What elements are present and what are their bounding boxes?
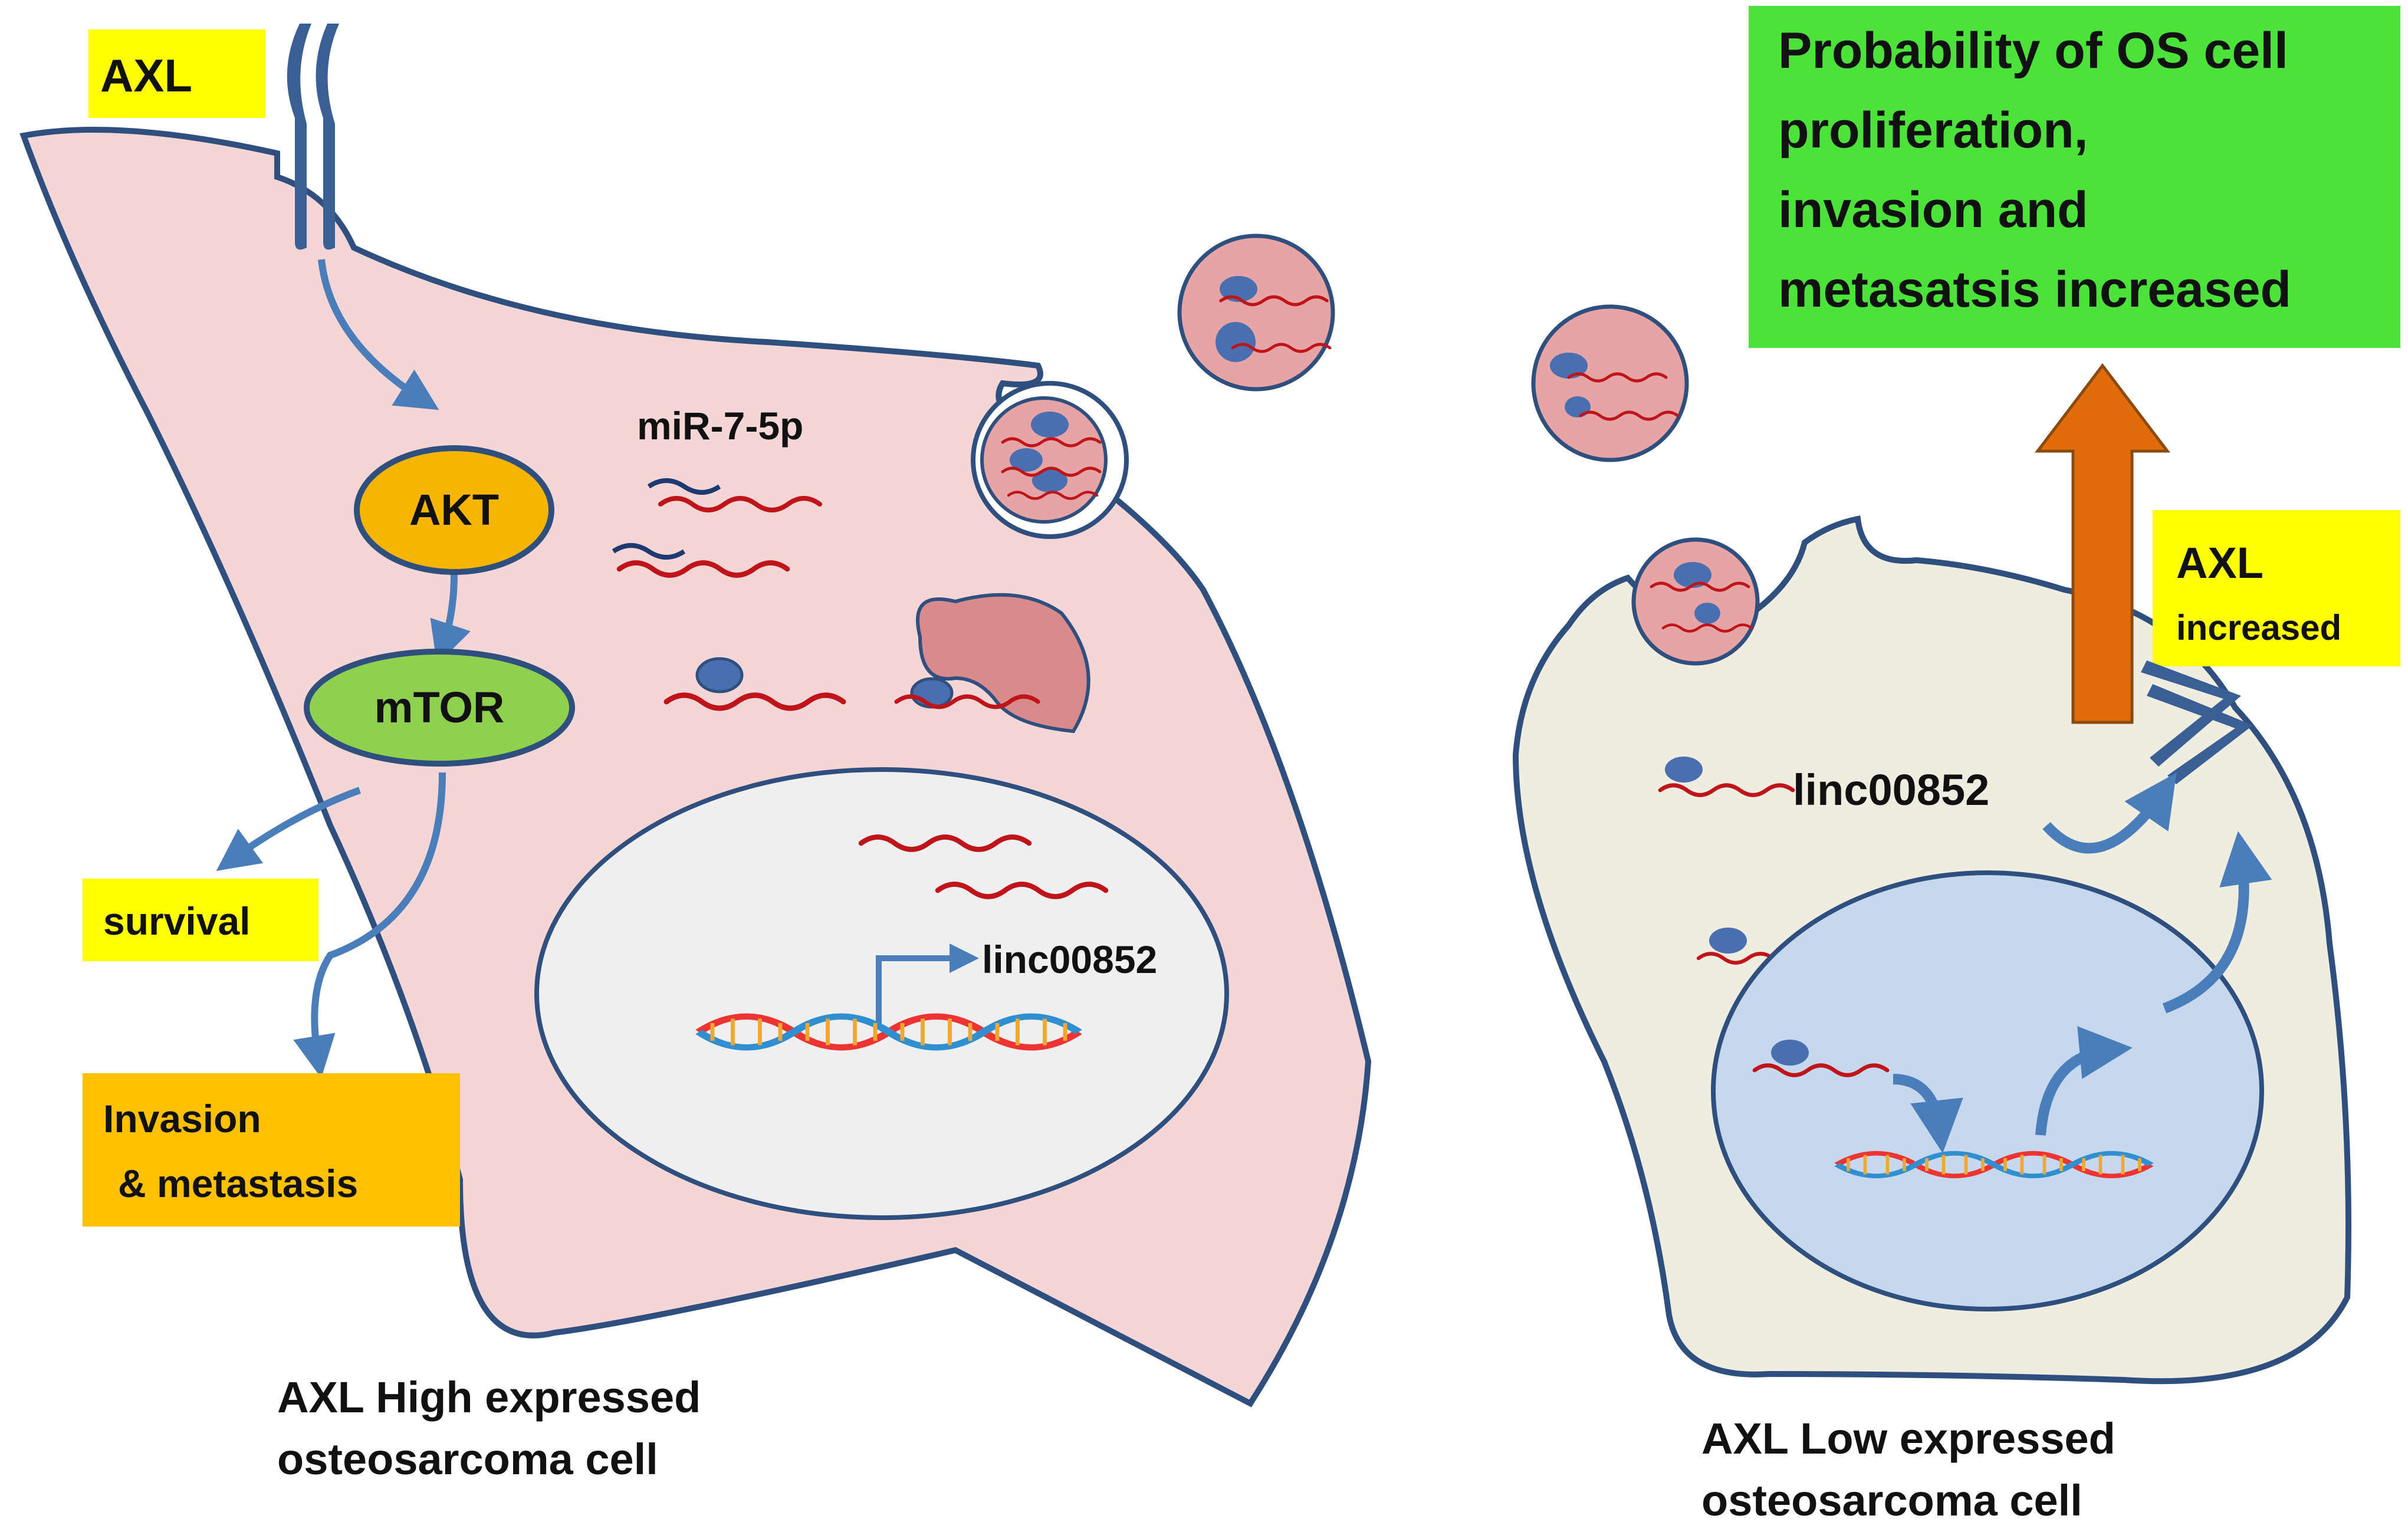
low-cell-nucleus	[1711, 870, 2264, 1311]
survival-label: survival	[103, 899, 251, 943]
arrow-mtor-to-invasion	[293, 772, 446, 1079]
invasion-label-line2: & metastasis	[118, 1162, 358, 1205]
axl-label: AXL	[100, 50, 192, 101]
exosome-cargo-1	[1003, 412, 1100, 499]
high-cell-caption-line1: AXL High expressed	[277, 1373, 701, 1422]
outcome-line1: Probability of OS cell	[1778, 22, 2288, 79]
transcription-arrow	[876, 943, 979, 1026]
outcome-line2: proliferation,	[1778, 102, 2088, 159]
axl-increased-sublabel: increased	[2176, 608, 2341, 647]
nuclear-linc-ribosome	[1755, 1040, 1887, 1075]
arrow-axl-to-akt	[318, 259, 439, 410]
free-exosome-1	[1177, 234, 1335, 392]
invasion-label-line1: Invasion	[103, 1097, 261, 1140]
survival-label-box	[83, 879, 318, 961]
curved-arrow-3	[2162, 831, 2272, 1014]
arrow-akt-to-mtor	[430, 574, 471, 665]
low-cell-caption-line2: osteosarcoma cell	[1701, 1476, 2082, 1525]
akt-label: AKT	[409, 485, 499, 534]
mirna-linc-complex-2	[612, 543, 787, 575]
invasion-label-box	[83, 1073, 460, 1227]
incoming-exosome	[1631, 537, 1760, 666]
mtor-node	[304, 649, 575, 767]
outcome-box	[1749, 6, 2400, 348]
mirna-label: miR-7-5p	[637, 404, 803, 448]
curved-arrow-4	[2042, 772, 2177, 854]
curved-arrow-2	[2035, 1026, 2133, 1136]
curved-arrow-1	[1893, 1074, 1963, 1153]
axl-increased-box	[2153, 510, 2400, 666]
axl-label-box	[88, 29, 265, 118]
increase-up-arrow	[2034, 363, 2171, 724]
mirna-linc-complex-1	[647, 478, 820, 510]
multivesicular-body	[916, 593, 1090, 734]
low-cell-caption-line1: AXL Low expressed	[1701, 1414, 2115, 1463]
cytoplasm-linc-ribosome-2	[1699, 928, 1822, 963]
arrow-mtor-to-survival	[216, 787, 362, 871]
ribosome-linc-1	[666, 657, 843, 708]
axl-receptor-new-icon	[2141, 660, 2253, 784]
axl-increased-label: AXL	[2176, 538, 2264, 587]
mtor-label: mTOR	[374, 683, 505, 732]
outcome-line4: metasatsis increased	[1778, 261, 2291, 318]
axl-receptor-icon	[287, 24, 339, 250]
linc-gene-label: linc00852	[982, 938, 1157, 981]
high-cell-caption-line2: osteosarcoma cell	[277, 1435, 658, 1484]
right-linc-label: linc00852	[1793, 765, 1989, 814]
outcome-line3: invasion and	[1778, 182, 2088, 238]
budding-exosome	[980, 396, 1108, 524]
cytoplasm-linc-ribosome-1	[1660, 757, 1793, 795]
free-exosome-2	[1531, 304, 1689, 462]
ribosome-linc-2	[896, 677, 1038, 707]
akt-node	[354, 445, 554, 575]
